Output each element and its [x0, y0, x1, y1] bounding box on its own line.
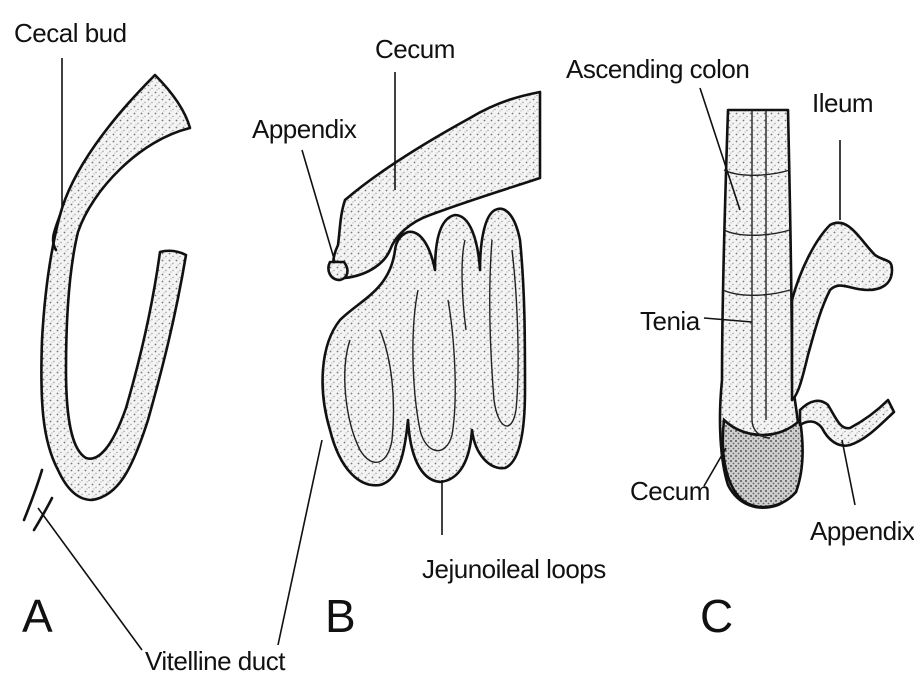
leader-appendix-b	[302, 150, 335, 262]
panel-letter-c: C	[700, 590, 733, 642]
ileum-c	[792, 223, 892, 400]
label-ileum: Ileum	[812, 88, 873, 118]
label-vitelline-duct: Vitelline duct	[145, 646, 286, 676]
appendix-c	[800, 400, 894, 446]
panel-letter-b: B	[325, 590, 356, 642]
leader-vitelline-a	[38, 508, 142, 650]
panel-letter-a: A	[22, 590, 53, 642]
label-ascending-colon: Ascending colon	[566, 54, 749, 84]
label-cecum-c: Cecum	[630, 476, 710, 506]
label-cecum-b: Cecum	[375, 34, 455, 64]
panel-c: Ascending colon Ileum Tenia Cecum Append…	[566, 54, 914, 642]
leader-appendix-c	[842, 440, 855, 505]
vitelline-duct-a	[24, 470, 42, 520]
midgut-loop-a	[41, 75, 190, 500]
appendix-b	[328, 262, 347, 280]
label-appendix-c: Appendix	[810, 516, 914, 546]
label-cecal-bud: Cecal bud	[14, 18, 127, 48]
panel-a: Cecal bud A	[14, 18, 190, 642]
label-jejunoileal-loops: Jejunoileal loops	[422, 554, 606, 584]
label-tenia: Tenia	[640, 306, 701, 336]
leader-vitelline-b	[278, 440, 322, 645]
label-appendix-b: Appendix	[252, 114, 357, 144]
